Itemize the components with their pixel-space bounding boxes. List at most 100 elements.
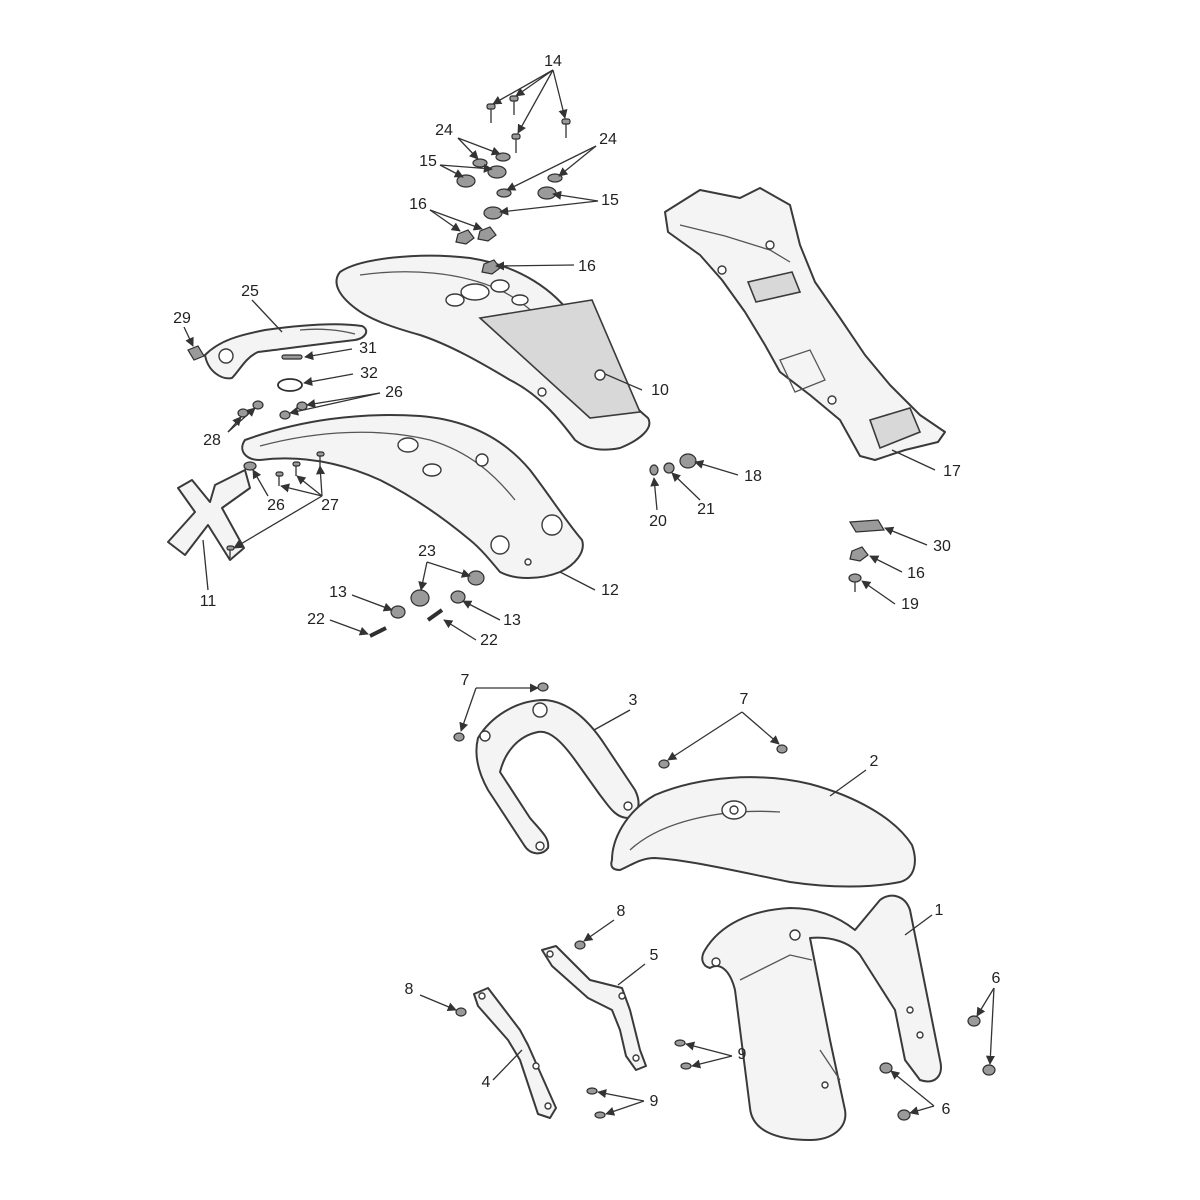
callout-6-lower: 6 — [942, 1101, 951, 1118]
callout-3: 3 — [629, 692, 638, 709]
callout-28: 28 — [203, 432, 221, 449]
circlip-icon — [277, 378, 303, 392]
screw-icon — [586, 1087, 598, 1095]
callout-32: 32 — [360, 365, 378, 382]
screw-icon — [680, 1062, 692, 1070]
clip-nut-icon — [455, 229, 475, 245]
screw-icon — [658, 759, 670, 769]
washer-icon — [495, 152, 511, 162]
callout-13-right: 13 — [503, 612, 521, 629]
callout-9-upper: 9 — [738, 1046, 747, 1063]
spacer-icon — [390, 605, 406, 619]
grommet-icon — [467, 570, 485, 586]
grommet-icon — [537, 186, 557, 200]
callout-9-lower: 9 — [650, 1093, 659, 1110]
callout-26-lower: 26 — [267, 497, 285, 514]
callout-29: 29 — [173, 310, 191, 327]
spacer-icon — [450, 590, 466, 604]
nut-icon — [679, 453, 697, 469]
callout-10: 10 — [651, 382, 669, 399]
callout-6-right: 6 — [992, 970, 1001, 987]
bolt-icon — [369, 626, 387, 638]
fasteners — [187, 95, 996, 1121]
callout-13-left: 13 — [329, 584, 347, 601]
callout-24-left: 24 — [435, 122, 453, 139]
part-12-inner-mudguard — [241, 414, 584, 579]
grommet-icon — [410, 589, 430, 607]
part-4-bracket-left — [473, 987, 557, 1119]
callout-27: 27 — [321, 497, 339, 514]
callout-14: 14 — [544, 53, 562, 70]
clip-nut-icon — [477, 226, 497, 242]
part-1-front-mudguard-lower — [701, 894, 942, 1141]
screw-icon — [574, 940, 586, 950]
part-2-front-mudguard-upper — [610, 776, 916, 888]
screw-icon — [848, 573, 862, 592]
screw-icon — [509, 95, 519, 115]
callout-8-lower: 8 — [405, 981, 414, 998]
washer-icon — [663, 462, 675, 474]
callout-22-left: 22 — [307, 611, 325, 628]
screw-icon — [455, 1007, 467, 1017]
callout-12: 12 — [601, 582, 619, 599]
callout-20: 20 — [649, 513, 667, 530]
part-10-rear-mudguard — [335, 254, 651, 451]
washer-icon — [243, 461, 257, 471]
callout-31: 31 — [359, 340, 377, 357]
callout-4: 4 — [482, 1074, 491, 1091]
part-17-undertray — [664, 187, 946, 461]
screw-icon — [561, 118, 571, 138]
grommet-icon — [456, 174, 476, 188]
grommet-icon — [487, 165, 507, 179]
callout-30: 30 — [933, 538, 951, 555]
screw-icon — [292, 461, 301, 476]
callout-24-right: 24 — [599, 131, 617, 148]
screw-icon — [486, 103, 496, 123]
leader-lines — [183, 69, 995, 1116]
callout-23: 23 — [418, 543, 436, 560]
clip-nut-icon — [849, 546, 869, 562]
washer-icon — [496, 188, 512, 198]
screw-icon — [275, 471, 284, 486]
callout-labels: 14 24 24 15 15 16 16 25 29 31 32 26 10 2… — [173, 53, 1000, 1118]
screw-icon — [453, 732, 465, 742]
pin-icon — [281, 354, 303, 360]
screw-icon — [674, 1039, 686, 1047]
screw-icon — [537, 682, 549, 692]
screw-icon — [511, 133, 521, 153]
callout-2: 2 — [870, 753, 879, 770]
nut-icon — [982, 1064, 996, 1076]
callout-11: 11 — [200, 593, 217, 610]
callout-18: 18 — [744, 468, 762, 485]
callout-25: 25 — [241, 283, 259, 300]
callout-19: 19 — [901, 596, 919, 613]
screw-icon — [594, 1111, 606, 1119]
callout-26-upper: 26 — [385, 384, 403, 401]
callout-17: 17 — [943, 463, 961, 480]
bolt-icon — [426, 608, 444, 622]
part-5-bracket-right — [541, 945, 647, 1071]
nut-icon — [879, 1062, 893, 1074]
callout-5: 5 — [650, 947, 659, 964]
clip-icon — [848, 519, 886, 533]
callout-7-right: 7 — [740, 691, 749, 708]
nut-icon — [967, 1015, 981, 1027]
part-11-plate-bracket — [167, 469, 251, 561]
screw-icon — [279, 410, 291, 420]
callout-1: 1 — [935, 902, 944, 919]
callout-16-right: 16 — [907, 565, 925, 582]
callout-15-left: 15 — [419, 153, 437, 170]
callout-22-right: 22 — [480, 632, 498, 649]
callout-8-upper: 8 — [617, 903, 626, 920]
screw-icon — [316, 451, 325, 466]
part-25-bracket — [204, 323, 368, 380]
callout-16-mid: 16 — [578, 258, 596, 275]
nut-icon — [897, 1109, 911, 1121]
callout-7-left: 7 — [461, 672, 470, 689]
nut-icon — [252, 400, 264, 410]
screw-icon — [649, 464, 659, 476]
screw-icon — [296, 401, 308, 411]
part-3-grab-rail — [475, 699, 640, 855]
callout-16-top: 16 — [409, 196, 427, 213]
